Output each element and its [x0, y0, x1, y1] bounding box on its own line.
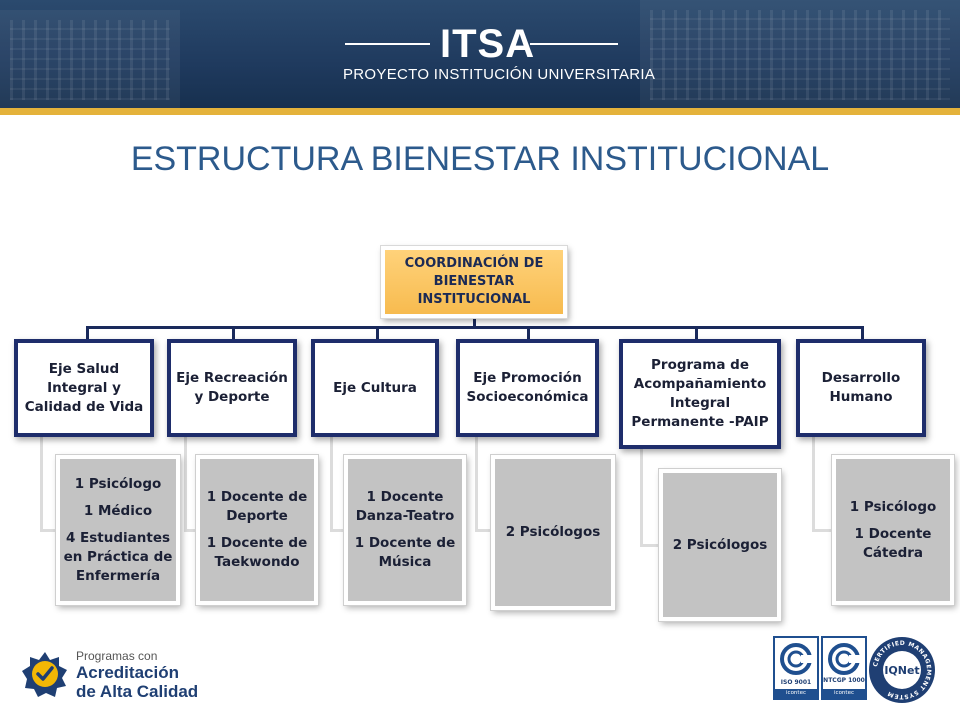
iqnet-certified-seal: CERTIFIED MANAGEMENT SYSTEM IQNet: [869, 637, 935, 703]
iso-9001-badge: ISO 9001 icontec: [773, 636, 819, 700]
connector-drop-5: [695, 326, 698, 339]
accreditation-text: Programas con Acreditación de Alta Calid…: [76, 649, 198, 701]
tail-connector-1: [40, 437, 61, 532]
detail-item: 1 Docente de Taekwondo: [206, 535, 308, 570]
detail-item: 2 Psicólogos: [672, 536, 768, 553]
brand-rule-left: [345, 43, 430, 45]
background-building: [0, 10, 180, 108]
cert-issuer: icontec: [775, 689, 817, 698]
detail-recreacion: 1 Docente de Deporte 1 Docente de Taekwo…: [196, 455, 318, 605]
ntcgp-1000-badge: NTCGP 1000 icontec: [821, 636, 867, 700]
brand-subtitle: PROYECTO INSTITUCIÓN UNIVERSITARIA: [343, 66, 656, 83]
tail-connector-3: [330, 437, 349, 532]
accreditation-line3: de Alta Calidad: [76, 682, 199, 701]
background-building: [640, 0, 960, 108]
building-windows: [10, 20, 170, 100]
tail-connector-5: [640, 448, 665, 547]
detail-promocion: 2 Psicólogos: [491, 455, 615, 610]
connector-horizontal: [86, 326, 864, 329]
header-banner: ITSA PROYECTO INSTITUCIÓN UNIVERSITARIA: [0, 0, 960, 108]
detail-item: 1 Docente Cátedra: [854, 525, 932, 561]
detail-item: 1 Docente de Deporte: [206, 489, 308, 524]
detail-salud: 1 Psicólogo 1 Médico 4 Estudiantes en Pr…: [56, 455, 180, 605]
detail-item: 1 Psicólogo: [74, 475, 162, 492]
brand-rule-right: [530, 43, 618, 45]
cert-code: NTCGP 1000: [823, 677, 865, 684]
axis-recreacion: Eje Recreación y Deporte: [167, 339, 297, 437]
detail-desarrollo: 1 Psicólogo 1 Docente Cátedra: [832, 455, 954, 605]
iqnet-code: IQNet: [884, 664, 919, 677]
connector-drop-6: [861, 326, 864, 339]
detail-item: 4 Estudiantes en Práctica de Enfermería: [63, 529, 173, 584]
axis-promocion: Eje Promoción Socioeconómica: [456, 339, 599, 437]
gold-divider: [0, 108, 960, 115]
detail-item: 1 Docente de Música: [354, 535, 456, 570]
axis-salud: Eje Salud Integral y Calidad de Vida: [14, 339, 154, 437]
tail-connector-6: [812, 437, 837, 532]
cert-code: ISO 9001: [780, 679, 812, 686]
connector-root-down: [473, 318, 476, 328]
axis-paip: Programa de Acompañamiento Integral Perm…: [619, 339, 781, 449]
tail-connector-4: [475, 437, 496, 532]
page-title: ESTRUCTURA BIENESTAR INSTITUCIONAL: [130, 140, 830, 178]
icontec-logo-icon: [780, 643, 815, 675]
detail-item: 1 Docente Danza-Teatro: [355, 489, 455, 524]
accreditation-line1: Programas con: [76, 649, 158, 663]
connector-drop-3: [376, 326, 379, 339]
connector-drop-1: [86, 326, 89, 339]
detail-cultura: 1 Docente Danza-Teatro 1 Docente de Músi…: [344, 455, 466, 605]
detail-item: 1 Psicólogo: [849, 498, 937, 515]
root-node: COORDINACIÓN DE BIENESTAR INSTITUCIONAL: [381, 246, 567, 318]
detail-item: 2 Psicólogos: [505, 524, 601, 540]
accreditation-line2: Acreditación: [76, 663, 179, 682]
icontec-logo-icon: [828, 643, 863, 675]
building-windows: [650, 10, 950, 100]
axis-cultura: Eje Cultura: [311, 339, 439, 437]
cert-issuer: icontec: [823, 689, 865, 698]
tail-connector-2: [184, 437, 201, 532]
detail-item: 1 Médico: [83, 502, 153, 519]
accreditation-star-icon: [22, 652, 67, 697]
connector-drop-2: [232, 326, 235, 339]
connector-drop-4: [527, 326, 530, 339]
brand-logo-text: ITSA: [440, 22, 536, 66]
detail-paip: 2 Psicólogos: [659, 469, 781, 621]
axis-desarrollo: Desarrollo Humano: [796, 339, 926, 437]
